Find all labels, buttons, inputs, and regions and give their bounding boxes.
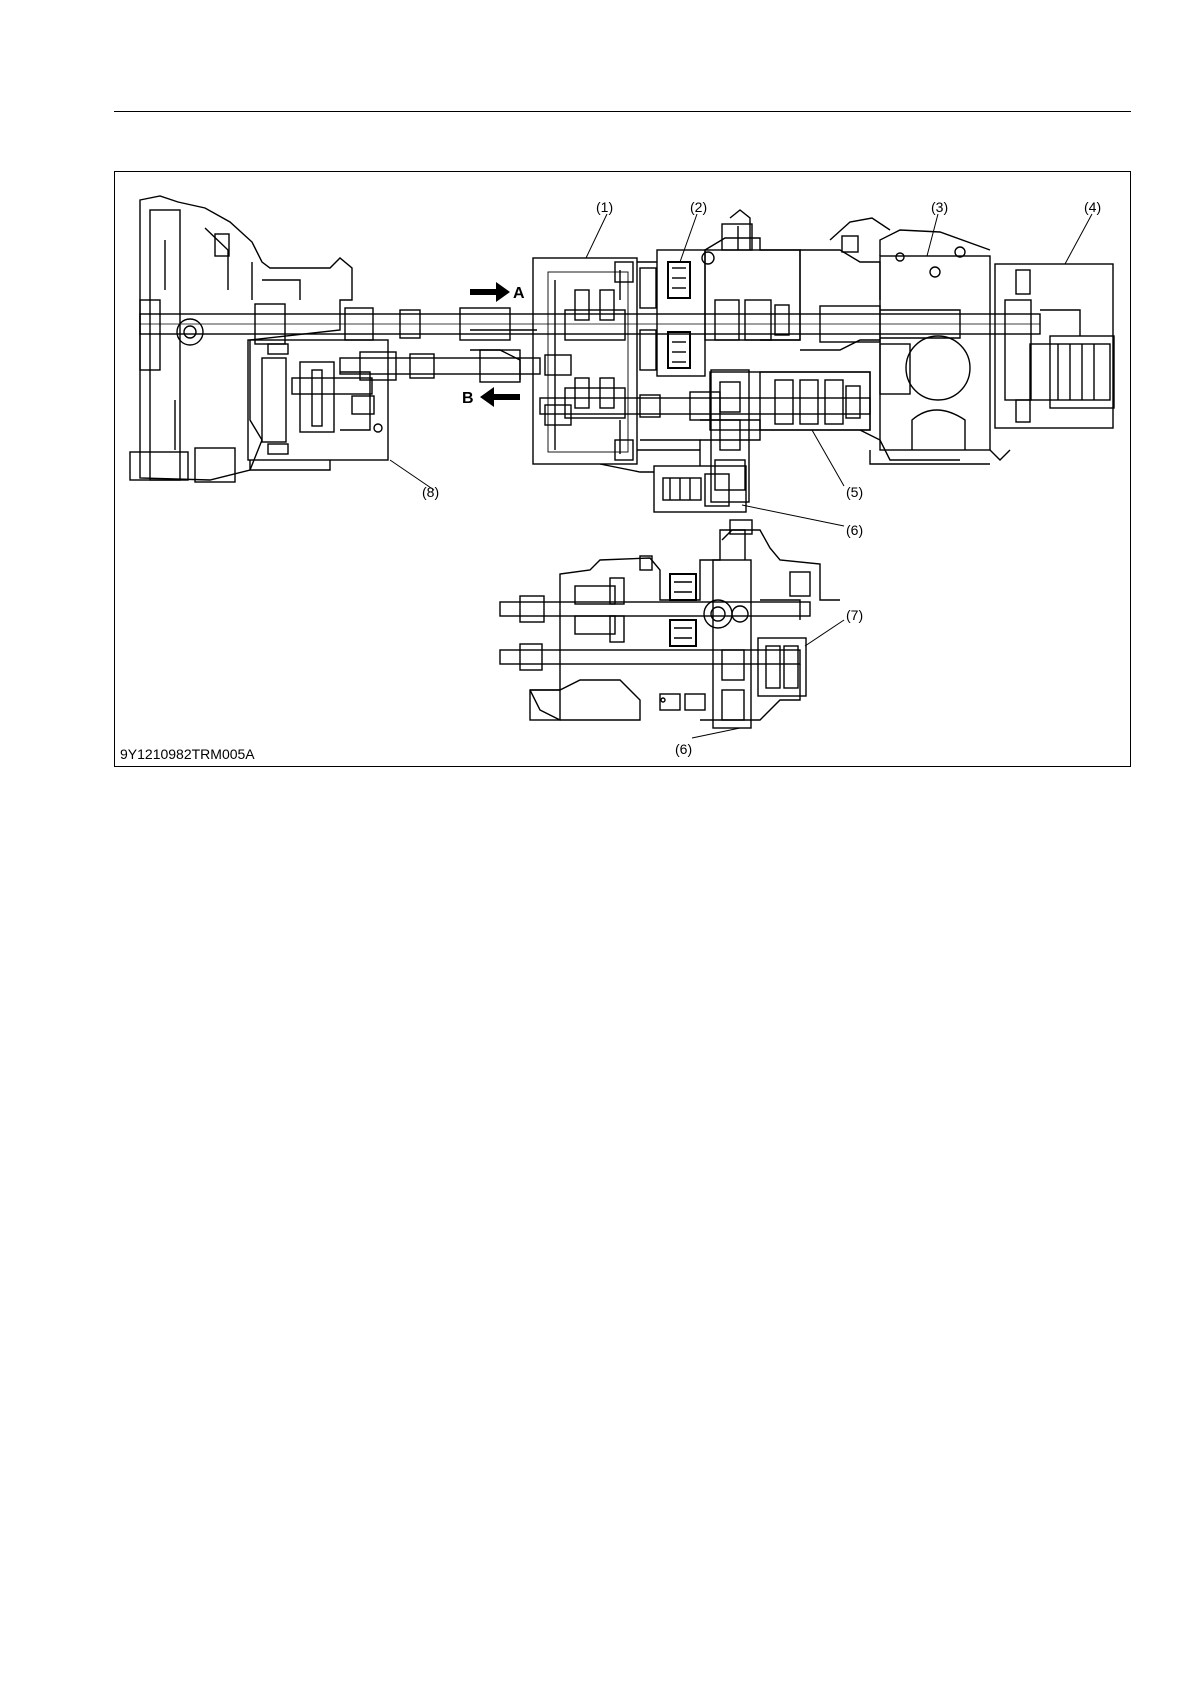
section-box-6-upper bbox=[711, 370, 749, 502]
callout-6-upper: (6) bbox=[846, 522, 863, 538]
callout-7: (7) bbox=[846, 607, 863, 623]
pto-shifter-box bbox=[640, 440, 746, 512]
callout-4: (4) bbox=[1084, 199, 1101, 215]
lower-assembly bbox=[500, 520, 840, 728]
arrow-b bbox=[480, 387, 520, 407]
callout-2: (2) bbox=[690, 199, 707, 215]
section-box-1 bbox=[533, 258, 637, 464]
callout-3: (3) bbox=[931, 199, 948, 215]
callout-6-lower: (6) bbox=[675, 741, 692, 757]
callout-1: (1) bbox=[596, 199, 613, 215]
lower-shaft bbox=[340, 350, 870, 420]
section-box-8 bbox=[248, 340, 388, 470]
arrow-a bbox=[470, 282, 510, 302]
section-box-4 bbox=[995, 264, 1114, 428]
front-housing bbox=[130, 196, 352, 482]
arrow-label-b: B bbox=[462, 390, 474, 407]
callout-8: (8) bbox=[422, 484, 439, 500]
figure-id: 9Y1210982TRM005A bbox=[120, 746, 255, 762]
section-box-2 bbox=[640, 250, 705, 376]
callout-5: (5) bbox=[846, 484, 863, 500]
arrow-label-a: A bbox=[513, 285, 525, 302]
main-gearing bbox=[700, 210, 960, 460]
